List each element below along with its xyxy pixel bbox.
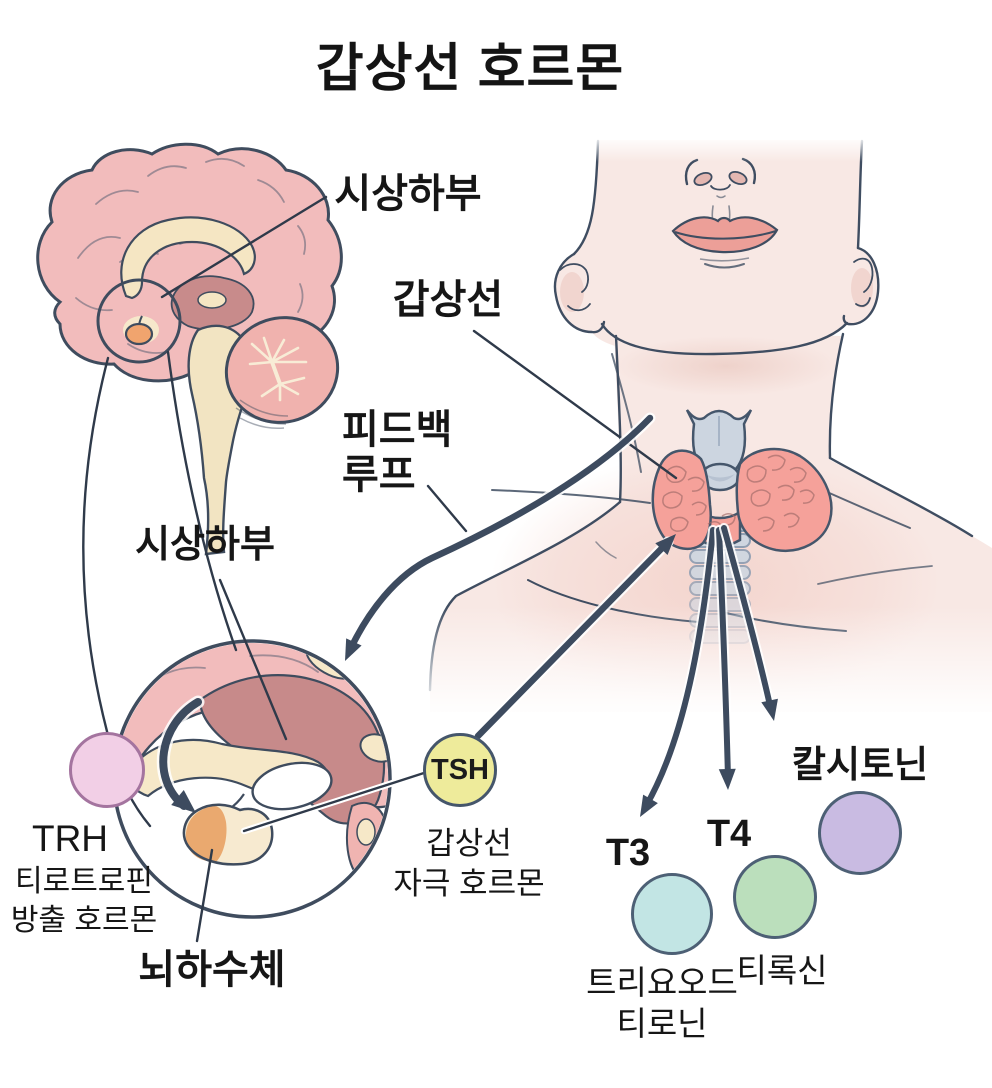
pituitary-gland-small [124,322,154,346]
trh-abbr-label: TRH [31,818,109,859]
hypothalamus-highlight-circle [96,278,182,364]
arrow-to-t3 [632,525,718,822]
pointer-lines [82,195,678,943]
brain-illustration [36,142,343,556]
fornix [197,291,227,309]
right-ear-shade [851,268,873,308]
pituitary-pointer-line [195,848,214,943]
inset-zoom-circle [112,639,392,919]
arrow-to-calcitonin [719,523,783,723]
feedback-line2: 루프 [342,452,416,497]
head-top-fade [552,136,888,162]
nose [693,170,748,187]
tsh-pituitary-line [242,770,429,833]
feedback-line1: 피드백 [342,408,453,452]
page-title: 갑상선 호르몬 [315,40,625,98]
t3-label: T3 [605,832,651,874]
t4-label: T4 [706,813,752,855]
feedback-loop-arrow [337,412,656,665]
t3-name-label: 트리요오드 티로닌 [586,964,738,1043]
hypothalamus-label-top: 시상하부 [334,172,482,216]
trh-name-label: 티로트로핀 방출 호르몬 [10,865,158,937]
callout-line-right [166,350,238,652]
tsh-name-label: 갑상선 자극 호르몬 [393,826,545,902]
cerebellum [224,316,340,430]
flow-arrows [337,412,783,822]
lips [671,216,779,262]
tsh-abbr: TSH [431,753,489,786]
arrow-to-t4 [714,525,737,791]
calcitonin-circle [818,791,902,875]
under-jaw-shadow [614,336,838,396]
tsh-to-thyroid-arrow [472,528,683,742]
hypothalamus-inset-pointer [218,578,288,741]
thyroid-label: 갑상선 [392,278,504,322]
t4-name-label: 티록신 [736,952,828,989]
pituitary-label: 뇌하수체 [138,948,286,992]
t3-circle [631,873,713,955]
neck-illustration [426,136,992,732]
inset-ventricle [251,761,333,811]
trh-circle [69,732,145,808]
hypothalamus-label-inset: 시상하부 [135,524,275,566]
t4-circle [733,855,817,939]
feedback-loop-label: 피드백 루프 [342,408,452,498]
hypothalamus-top-pointer [160,195,328,299]
left-ear-shade [560,272,584,312]
trh-flow-arrow [156,695,205,821]
tsh-circle: TSH [423,733,497,807]
corpus-callosum [120,216,256,300]
thyroid-pointer-line [472,329,678,480]
pituitary-region [123,315,159,346]
calcitonin-label: 칼시토닌 [791,744,929,785]
feedback-pointer-line [426,484,468,533]
thyroid-gland [651,447,833,552]
chest-fade [426,606,992,732]
inset-pituitary [182,793,274,866]
